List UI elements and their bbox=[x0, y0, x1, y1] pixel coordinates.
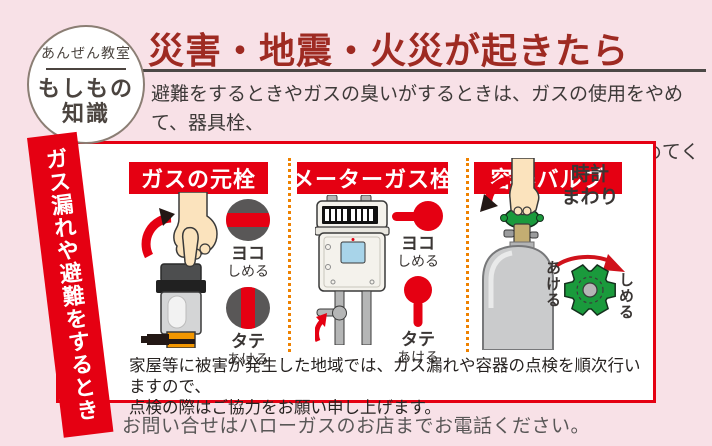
action-label: あける bbox=[397, 349, 439, 365]
section-header-gas-main-valve: ガスの元栓 bbox=[129, 162, 268, 194]
badge-title-line1: もしもの bbox=[37, 76, 134, 101]
cock-vertical-open-icon bbox=[404, 276, 432, 327]
close-direction-label: しめる bbox=[617, 272, 634, 320]
main-valve-states: ヨコ しめる タテ あける bbox=[224, 198, 272, 367]
inspection-note-line2: 点検の際はご協力をお願い申し上げます。 bbox=[129, 399, 441, 417]
inspection-note-line1: 家屋等に被害が発生した地域では、ガス漏れや容器の点検を順次行いますので、 bbox=[129, 357, 641, 396]
gas-cylinder-hand-illustration bbox=[480, 158, 554, 350]
cock-horizontal-closed-icon bbox=[392, 201, 443, 231]
clockwise-label-line1: 時計 bbox=[570, 164, 609, 185]
action-label: しめる bbox=[227, 263, 269, 279]
instruction-panel: ガスの元栓 メーターガス栓 容器バルブ bbox=[56, 141, 656, 417]
section-header-meter-gas-cock: メーターガス栓 bbox=[292, 162, 452, 194]
badge-title-line2: 知識 bbox=[61, 101, 110, 126]
meter-cock-states: ヨコ しめる タテ あける bbox=[392, 200, 444, 365]
action-label: しめる bbox=[397, 253, 439, 269]
dotted-divider-2 bbox=[466, 158, 469, 352]
gas-meter-illustration bbox=[315, 195, 390, 345]
contact-footer: お問い合せはハローガスのお店までお電話ください。 bbox=[121, 416, 590, 437]
action-label: あける bbox=[227, 351, 269, 367]
badge-class-label: あんぜん教室 bbox=[41, 45, 131, 61]
inspection-note: 家屋等に被害が発生した地域では、ガス漏れや容器の点検を順次行いますので、 点検の… bbox=[129, 356, 653, 419]
open-direction-label: あける bbox=[544, 260, 561, 308]
clockwise-label: 時計 まわり bbox=[548, 163, 632, 209]
direction-label: ヨコ bbox=[401, 234, 435, 253]
direction-label: タテ bbox=[231, 332, 265, 351]
page-title: 災害・地震・火災が起きたら bbox=[148, 30, 630, 71]
title-underline bbox=[104, 69, 706, 72]
intro-line-1: 避難をするときやガスの臭いがするときは、ガスの使用をやめて、器具栓、 bbox=[151, 84, 684, 134]
valve-horizontal-closed-icon bbox=[226, 199, 270, 241]
direction-label: タテ bbox=[401, 330, 435, 349]
main-valve-hand-illustration bbox=[141, 192, 218, 348]
direction-label: ヨコ bbox=[231, 244, 265, 263]
clockwise-label-line2: まわり bbox=[561, 187, 619, 208]
valve-vertical-open-icon bbox=[226, 287, 270, 329]
dotted-divider-1 bbox=[288, 158, 291, 352]
safety-class-badge: あんぜん教室 もしもの 知識 bbox=[27, 25, 145, 144]
handwheel-rotation-diagram bbox=[554, 254, 625, 316]
badge-divider bbox=[46, 68, 126, 70]
